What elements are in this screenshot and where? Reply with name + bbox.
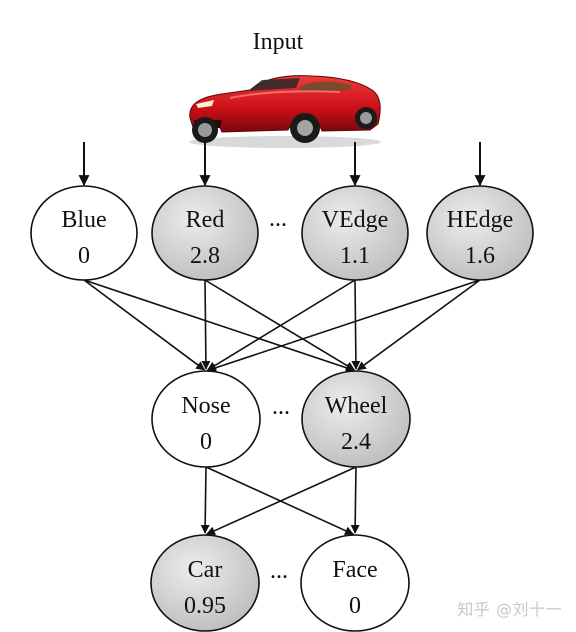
node-face-label: Face bbox=[332, 557, 377, 583]
input-arrows bbox=[78, 142, 486, 187]
node-hedge-label: HEdge bbox=[447, 207, 514, 233]
connection-edges bbox=[83, 279, 481, 535]
edge-blue-to-wheel bbox=[83, 279, 355, 373]
node-hedge-circle bbox=[426, 185, 534, 281]
node-nose-value: 0 bbox=[200, 429, 212, 455]
node-face-circle bbox=[300, 534, 410, 632]
node-car: Car 0.95 bbox=[150, 534, 260, 632]
red-convertible-car-icon bbox=[189, 75, 381, 148]
node-nose: Nose 0 bbox=[151, 370, 261, 468]
hidden-layer-ellipsis: ... bbox=[272, 394, 290, 420]
input-layer-ellipsis: ... bbox=[269, 206, 287, 232]
node-hedge: HEdge 1.6 bbox=[426, 185, 534, 281]
network-nodes: Blue0Red2.8VEdge1.1HEdge1.6Nose0Wheel2.4… bbox=[30, 185, 534, 632]
edge-vedge-to-nose bbox=[206, 279, 356, 371]
node-vedge: VEdge 1.1 bbox=[301, 185, 409, 281]
edge-wheel-to-face bbox=[350, 466, 360, 534]
edge-hedge-to-nose bbox=[207, 279, 481, 373]
edge-red-to-nose bbox=[201, 279, 211, 370]
node-red-circle bbox=[151, 185, 259, 281]
node-face: Face 0 bbox=[300, 534, 410, 632]
node-red: Red 2.8 bbox=[151, 185, 259, 281]
node-wheel-label: Wheel bbox=[325, 393, 388, 419]
watermark: 知乎 @刘十一 bbox=[457, 600, 562, 619]
input-title: Input bbox=[253, 29, 304, 55]
node-blue-label: Blue bbox=[61, 207, 106, 233]
node-wheel-value: 2.4 bbox=[341, 429, 371, 455]
node-car-circle bbox=[150, 534, 260, 632]
node-car-value: 0.95 bbox=[184, 593, 226, 619]
node-vedge-value: 1.1 bbox=[340, 243, 370, 269]
edge-red-to-wheel bbox=[204, 279, 356, 371]
node-hedge-value: 1.6 bbox=[465, 243, 495, 269]
node-nose-label: Nose bbox=[181, 393, 230, 419]
node-blue-circle bbox=[30, 185, 138, 281]
node-car-label: Car bbox=[188, 557, 223, 583]
node-nose-circle bbox=[151, 370, 261, 468]
edge-nose-to-car bbox=[200, 466, 210, 534]
edge-hedge-to-wheel bbox=[356, 279, 481, 371]
node-wheel-circle bbox=[301, 370, 411, 468]
node-red-value: 2.8 bbox=[190, 243, 220, 269]
edge-wheel-to-car bbox=[206, 466, 357, 535]
node-face-value: 0 bbox=[349, 593, 361, 619]
node-vedge-circle bbox=[301, 185, 409, 281]
node-blue: Blue 0 bbox=[30, 185, 138, 281]
edge-vedge-to-wheel bbox=[351, 279, 361, 370]
node-red-label: Red bbox=[186, 207, 225, 233]
edge-blue-to-nose bbox=[83, 279, 206, 371]
output-layer-ellipsis: ... bbox=[270, 558, 288, 584]
node-blue-value: 0 bbox=[78, 243, 90, 269]
node-vedge-label: VEdge bbox=[322, 207, 389, 233]
node-wheel: Wheel 2.4 bbox=[301, 370, 411, 468]
